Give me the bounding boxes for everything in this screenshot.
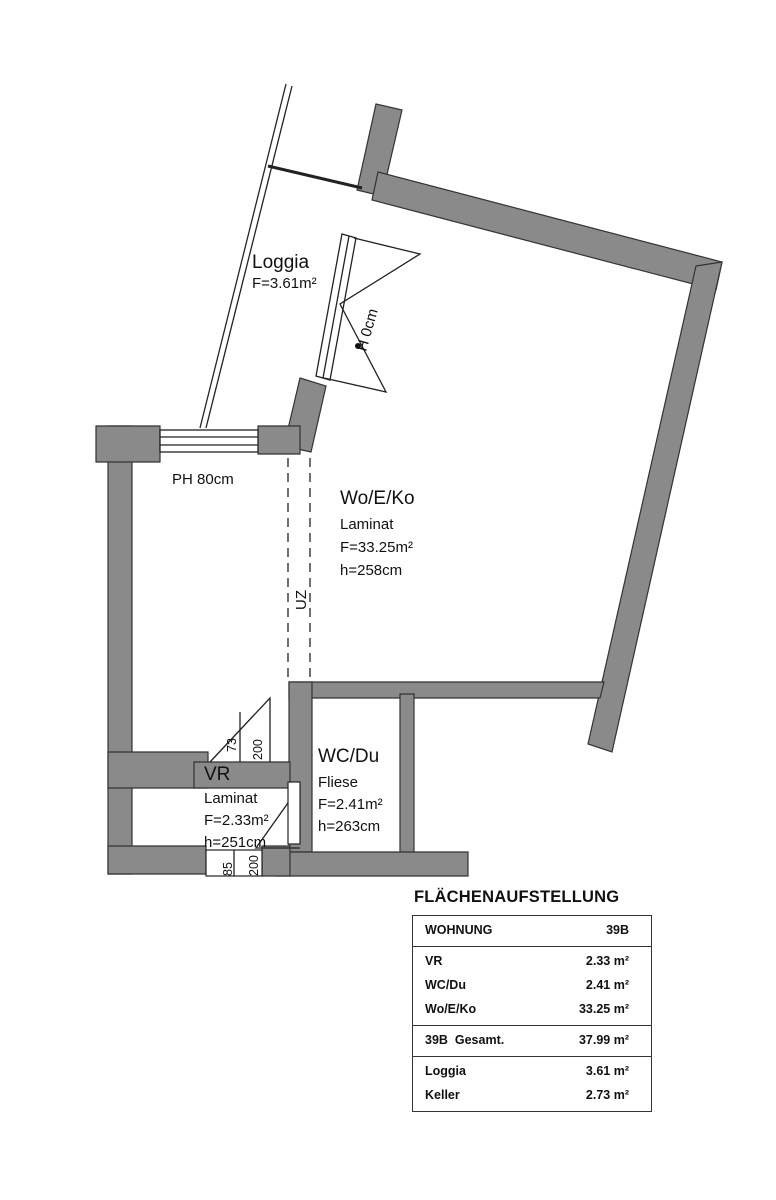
ph80-label: PH 80cm [172, 471, 234, 488]
area-row: VR 2.33 m² [413, 950, 651, 974]
wall-vr-top [107, 751, 209, 789]
area-row-value: 33.25 m² [578, 1002, 629, 1016]
wall-top-mid [257, 425, 301, 455]
door-swing-wc [254, 785, 301, 849]
area-extra-label: Keller [425, 1088, 460, 1102]
area-row: Wo/E/Ko 33.25 m² [413, 998, 651, 1022]
wohnen-area: F=33.25m² [340, 539, 413, 556]
wc-floor: Fliese [318, 774, 358, 791]
area-extras-section: Loggia 3.61 m² Keller 2.73 m² [413, 1057, 651, 1111]
wall-left [107, 425, 133, 875]
area-row: WC/Du 2.41 m² [413, 974, 651, 998]
wohnen-height: h=258cm [340, 562, 402, 579]
wohnen-floor: Laminat [340, 516, 394, 533]
area-row-value: 2.41 m² [585, 978, 629, 992]
dim-200-upper: 200 [251, 739, 265, 760]
area-table: WOHNUNG 39B VR 2.33 m² WC/Du 2.41 m² Wo/… [412, 915, 652, 1112]
wall-right [587, 261, 723, 753]
vr-name: VR [204, 764, 230, 785]
area-summary-title: FLÄCHENAUFSTELLUNG [414, 888, 620, 906]
dim-85: 85 [221, 862, 235, 876]
wall-wc-right [399, 693, 415, 855]
dim-200-lower: 200 [247, 855, 261, 876]
window-frame [159, 429, 259, 453]
wall-bottom-right [275, 851, 469, 877]
area-header-row: WOHNUNG 39B [413, 919, 651, 943]
area-total-row: 39B Gesamt. 37.99 m² [413, 1029, 651, 1053]
loggia-top-edge [267, 164, 363, 190]
apartment-label: WOHNUNG [425, 923, 493, 937]
area-total-label: 39B Gesamt. [425, 1033, 505, 1047]
vr-area: F=2.33m² [204, 812, 269, 829]
area-extra-label: Loggia [425, 1064, 466, 1078]
area-summary: FLÄCHENAUFSTELLUNG WOHNUNG 39B VR 2.33 m… [412, 888, 662, 1112]
area-row-label: VR [425, 954, 443, 968]
wc-name: WC/Du [318, 746, 379, 767]
area-extra-row: Keller 2.73 m² [413, 1084, 651, 1108]
vr-floor: Laminat [204, 790, 258, 807]
wall-bottom-mid [261, 845, 291, 877]
apartment-number: 39B [606, 923, 629, 937]
door-swing-loggia [323, 237, 422, 393]
loggia-door-line [322, 235, 350, 379]
wc-height: h=263cm [318, 818, 380, 835]
wall-top-left [95, 425, 161, 463]
loggia-rail-inner [205, 85, 293, 429]
wall-living-bottom [288, 681, 605, 699]
vr-height: h=251cm [204, 834, 266, 851]
loggia-name: Loggia [252, 252, 309, 273]
wall-top [371, 171, 723, 291]
area-header-section: WOHNUNG 39B [413, 916, 651, 947]
area-row-value: 2.33 m² [585, 954, 629, 968]
wc-area: F=2.41m² [318, 796, 383, 813]
area-extra-value: 2.73 m² [585, 1088, 629, 1102]
door-handle-dot [355, 343, 361, 349]
wall-bottom-left [107, 845, 207, 875]
loggia-rail-outer [199, 83, 287, 429]
h0-label: H 0cm [354, 307, 382, 353]
area-total-section: 39B Gesamt. 37.99 m² [413, 1026, 651, 1057]
area-rooms-section: VR 2.33 m² WC/Du 2.41 m² Wo/E/Ko 33.25 m… [413, 947, 651, 1026]
area-extra-value: 3.61 m² [585, 1064, 629, 1078]
dim-73: 73 [225, 738, 239, 752]
uz-label: UZ [293, 590, 310, 610]
area-row-label: Wo/E/Ko [425, 1002, 477, 1016]
door-swing-vr-upper [209, 696, 271, 763]
area-row-label: WC/Du [425, 978, 466, 992]
area-extra-row: Loggia 3.61 m² [413, 1060, 651, 1084]
loggia-area: F=3.61m² [252, 275, 317, 292]
wc-door-frame [287, 781, 301, 845]
area-total-value: 37.99 m² [578, 1033, 629, 1047]
wohnen-name: Wo/E/Ko [340, 488, 415, 509]
